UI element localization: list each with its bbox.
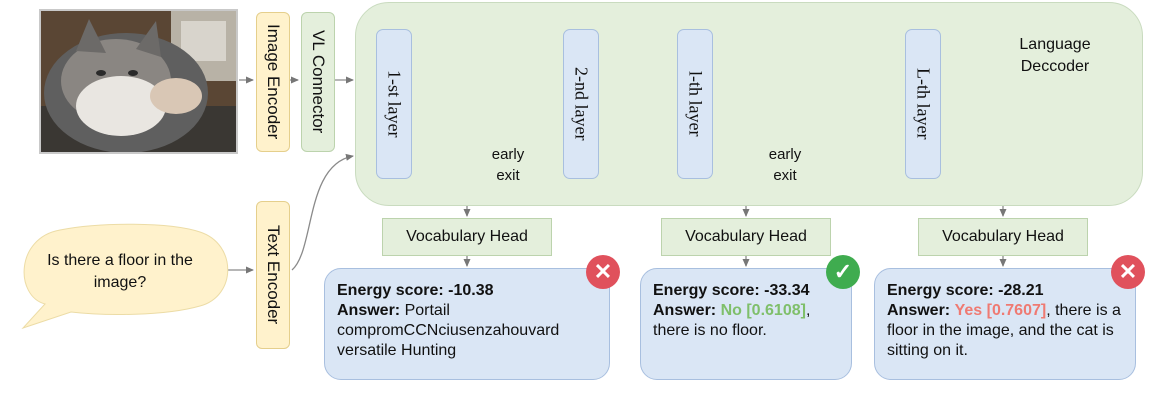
decoder-layer-2: 2-nd layer (563, 29, 599, 179)
energy-score-1: Energy score: -10.38 (337, 282, 494, 299)
vocabulary-head-1: Vocabulary Head (382, 218, 552, 256)
text-encoder-box: Text Encoder (256, 201, 290, 349)
image-encoder-box: Image Encoder (256, 12, 290, 152)
vl-connector-label: VL Connector (309, 30, 328, 134)
question-text: Is there a floor in the image? (47, 252, 193, 291)
answer-3: Answer: Yes [0.7607], there is a floor i… (887, 302, 1121, 359)
output-card-1: Energy score: -10.38 Answer: Portail com… (324, 268, 610, 380)
text-encoder-to-decoder-arrow (291, 153, 354, 271)
vl-connector-box: VL Connector (301, 12, 335, 152)
energy-score-3: Energy score: -28.21 (887, 282, 1044, 299)
early-exit-label-2: early exit (768, 146, 802, 184)
decoder-title: Language Deccoder (1019, 36, 1091, 75)
check-icon: ✓ (826, 255, 860, 289)
language-decoder-panel (355, 2, 1143, 206)
output-card-2: Energy score: -33.34 Answer: No [0.6108]… (640, 268, 852, 380)
layer-L-label: L-th layer (913, 68, 934, 140)
early-exit-label-1: early exit (491, 146, 525, 184)
image-encoder-label: Image Encoder (264, 24, 283, 140)
layer-1-label: 1-st layer (384, 70, 405, 138)
cross-icon: ✕ (1111, 255, 1145, 289)
vocabulary-head-3: Vocabulary Head (918, 218, 1088, 256)
layer-l-label: l-th layer (685, 71, 706, 137)
output-card-3: Energy score: -28.21 Answer: Yes [0.7607… (874, 268, 1136, 380)
text-encoder-label: Text Encoder (264, 225, 283, 325)
decoder-layer-1: 1-st layer (376, 29, 412, 179)
input-image-cat (39, 9, 238, 154)
decoder-layer-l: l-th layer (677, 29, 713, 179)
answer-1: Answer: Portail compromCCNciusenzahouvar… (337, 302, 560, 359)
question-bubble (21, 223, 229, 330)
decoder-layer-L: L-th layer (905, 29, 941, 179)
answer-2: Answer: No [0.6108], there is no floor. (653, 302, 811, 339)
layer-2-label: 2-nd layer (571, 67, 592, 141)
cross-icon: ✕ (586, 255, 620, 289)
vocabulary-head-2: Vocabulary Head (661, 218, 831, 256)
energy-score-2: Energy score: -33.34 (653, 282, 810, 299)
